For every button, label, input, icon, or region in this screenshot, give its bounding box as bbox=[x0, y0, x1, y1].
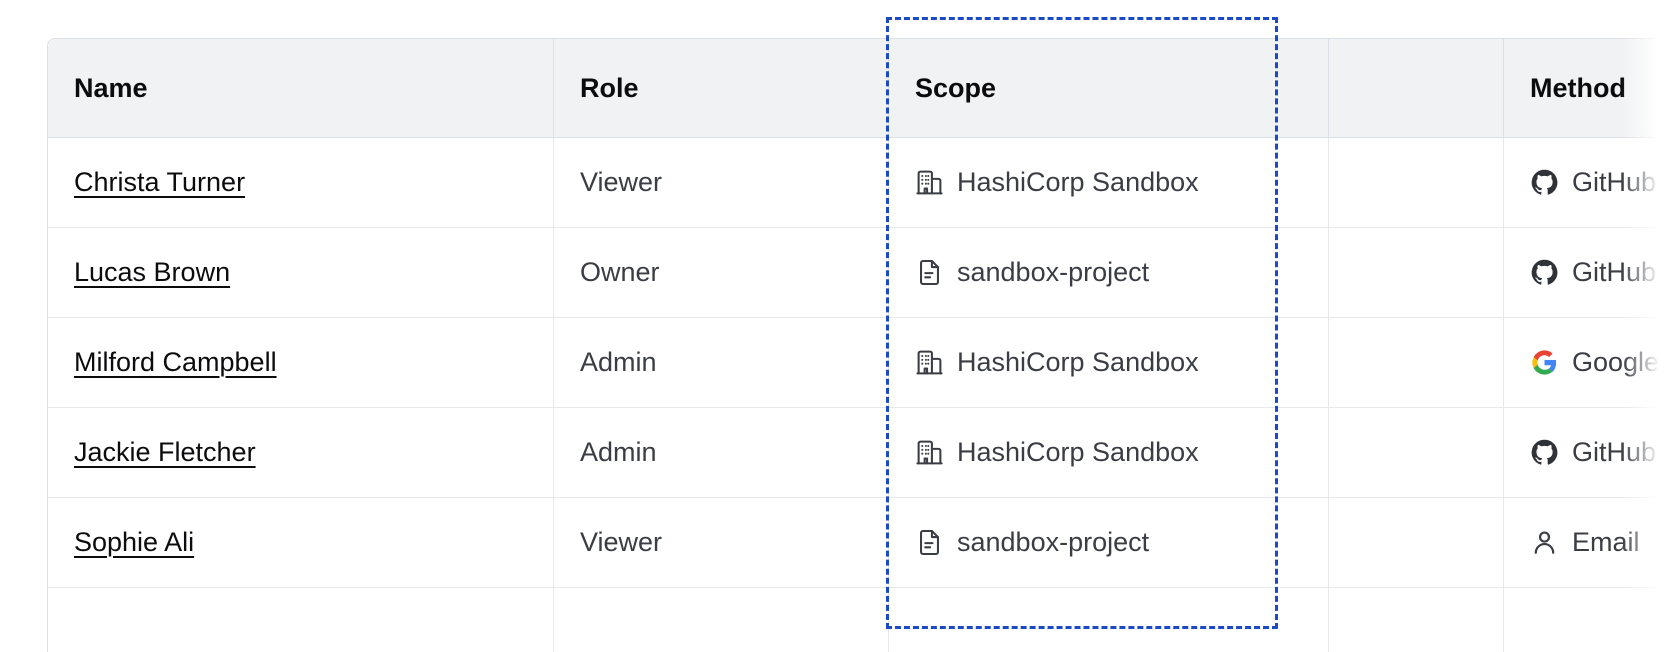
cell-blank bbox=[1329, 498, 1504, 588]
method-label: GitHub bbox=[1572, 257, 1657, 287]
cell-role: Admin bbox=[554, 318, 889, 408]
cell-scope: sandbox-project bbox=[889, 498, 1329, 588]
column-header-blank bbox=[1329, 39, 1504, 138]
table-row: Lucas Brown Owner sa bbox=[48, 228, 1672, 318]
cell-blank bbox=[1329, 588, 1504, 652]
organization-building-icon bbox=[915, 348, 944, 377]
github-icon bbox=[1530, 168, 1559, 197]
column-header-role[interactable]: Role bbox=[554, 39, 889, 138]
scope-label: sandbox-project bbox=[957, 257, 1150, 287]
table-row: Milford Campbell Admin bbox=[48, 318, 1672, 408]
table-row bbox=[48, 588, 1672, 652]
user-person-icon bbox=[1530, 528, 1559, 557]
scope-label: HashiCorp Sandbox bbox=[957, 437, 1199, 467]
google-icon bbox=[1530, 348, 1559, 377]
cell-scope bbox=[889, 588, 1329, 652]
user-name-link[interactable]: Jackie Fletcher bbox=[74, 437, 256, 467]
scope-label: HashiCorp Sandbox bbox=[957, 167, 1199, 197]
cell-role: Owner bbox=[554, 228, 889, 318]
user-name-link[interactable]: Christa Turner bbox=[74, 167, 246, 197]
cell-blank bbox=[1329, 138, 1504, 228]
cell-role bbox=[554, 588, 889, 652]
cell-role: Admin bbox=[554, 408, 889, 498]
table-row: Jackie Fletcher Admin bbox=[48, 408, 1672, 498]
user-name-link[interactable]: Milford Campbell bbox=[74, 347, 277, 377]
organization-building-icon bbox=[915, 438, 944, 467]
table-scroll-container[interactable]: Name Role Scope Method Christa Turner Vi… bbox=[47, 38, 1672, 652]
user-name-link[interactable]: Sophie Ali bbox=[74, 527, 195, 557]
table-header-row: Name Role Scope Method bbox=[48, 39, 1672, 138]
table-row: Christa Turner Viewer bbox=[48, 138, 1672, 228]
cell-method bbox=[1504, 588, 1672, 652]
cell-scope: HashiCorp Sandbox bbox=[889, 408, 1329, 498]
cell-role: Viewer bbox=[554, 138, 889, 228]
cell-scope: HashiCorp Sandbox bbox=[889, 138, 1329, 228]
cell-name: Milford Campbell bbox=[48, 318, 554, 408]
table-body: Christa Turner Viewer bbox=[48, 138, 1672, 652]
cell-blank bbox=[1329, 228, 1504, 318]
cell-name: Christa Turner bbox=[48, 138, 554, 228]
github-icon bbox=[1530, 438, 1559, 467]
cell-scope: HashiCorp Sandbox bbox=[889, 318, 1329, 408]
project-document-icon bbox=[915, 258, 944, 287]
cell-method: Google bbox=[1504, 318, 1672, 408]
method-label: GitHub bbox=[1572, 437, 1657, 467]
cell-blank bbox=[1329, 408, 1504, 498]
table-header: Name Role Scope Method bbox=[48, 39, 1672, 138]
cell-name: Jackie Fletcher bbox=[48, 408, 554, 498]
cell-scope: sandbox-project bbox=[889, 228, 1329, 318]
cell-name: Lucas Brown bbox=[48, 228, 554, 318]
column-header-name[interactable]: Name bbox=[48, 39, 554, 138]
column-header-method[interactable]: Method bbox=[1504, 39, 1672, 138]
scope-label: sandbox-project bbox=[957, 527, 1150, 557]
cell-name bbox=[48, 588, 554, 652]
user-name-link[interactable]: Lucas Brown bbox=[74, 257, 231, 287]
cell-method: GitHub bbox=[1504, 408, 1672, 498]
github-icon bbox=[1530, 258, 1559, 287]
cell-name: Sophie Ali bbox=[48, 498, 554, 588]
organization-building-icon bbox=[915, 168, 944, 197]
cell-method: GitHub bbox=[1504, 138, 1672, 228]
permissions-table: Name Role Scope Method Christa Turner Vi… bbox=[47, 38, 1672, 652]
table-row: Sophie Ali Viewer sa bbox=[48, 498, 1672, 588]
project-document-icon bbox=[915, 528, 944, 557]
cell-method: Email bbox=[1504, 498, 1672, 588]
cell-blank bbox=[1329, 318, 1504, 408]
scope-label: HashiCorp Sandbox bbox=[957, 347, 1199, 377]
method-label: GitHub bbox=[1572, 167, 1657, 197]
cell-role: Viewer bbox=[554, 498, 889, 588]
column-header-scope[interactable]: Scope bbox=[889, 39, 1329, 138]
method-label: Google bbox=[1572, 347, 1660, 377]
method-label: Email bbox=[1572, 527, 1640, 557]
cell-method: GitHub bbox=[1504, 228, 1672, 318]
